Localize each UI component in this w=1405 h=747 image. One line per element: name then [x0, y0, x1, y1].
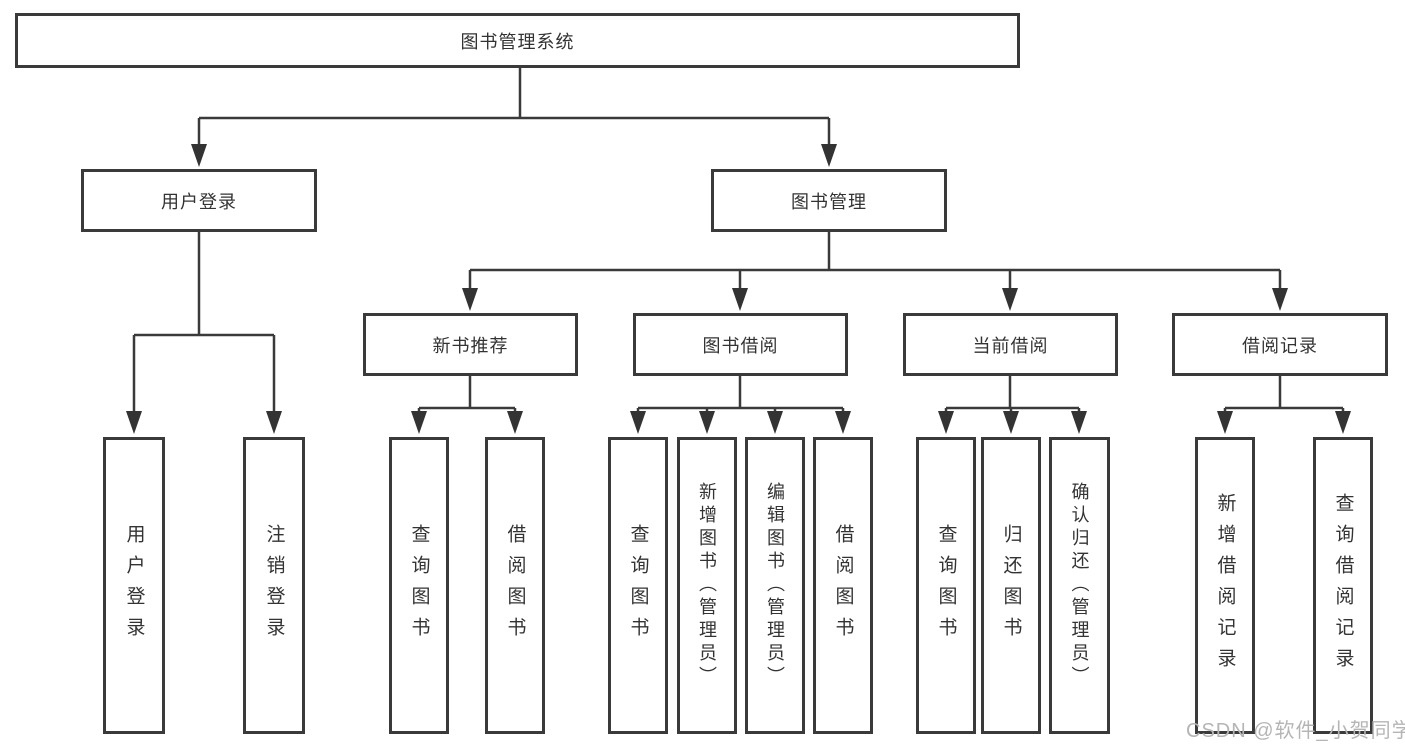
leaf-edit-books-admin: 编辑图书（管理员）	[745, 437, 805, 734]
node-label: 借阅记录	[1242, 335, 1318, 356]
node-label: 图书管理	[791, 191, 867, 212]
node-label: 注销登录	[263, 523, 285, 648]
connector-newbook-to-leaves	[417, 376, 517, 416]
node-label: 图书管理系统	[460, 31, 575, 52]
arrowhead-icons	[126, 144, 1351, 434]
node-book-management: 图书管理	[711, 169, 947, 232]
leaf-query-borrow-record: 查询借阅记录	[1313, 437, 1373, 734]
node-borrowing-records: 借阅记录	[1172, 313, 1388, 376]
node-label: 查询图书	[935, 523, 957, 648]
connector-userlogin-to-leaves	[132, 232, 276, 416]
leaf-logout: 注销登录	[243, 437, 305, 734]
node-label: 新增借阅记录	[1214, 492, 1236, 679]
leaf-confirm-return-admin: 确认归还（管理员）	[1049, 437, 1110, 734]
connector-bookmgmt-to-level3	[468, 232, 1282, 296]
node-user-login: 用户登录	[81, 169, 317, 232]
node-label: 确认归还（管理员）	[1069, 482, 1090, 689]
node-label: 编辑图书（管理员）	[765, 482, 785, 689]
node-current-borrowing: 当前借阅	[903, 313, 1118, 376]
csdn-watermark: CSDN @软件_小贺同学	[1186, 720, 1405, 742]
leaf-add-borrow-record: 新增借阅记录	[1195, 437, 1255, 734]
connector-currentborrow-to-leaves	[944, 376, 1081, 416]
node-label: 借阅图书	[504, 523, 526, 648]
connector-bookborrow-to-leaves	[636, 376, 845, 416]
node-new-book-recommendation: 新书推荐	[363, 313, 578, 376]
leaf-user-login: 用户登录	[103, 437, 165, 734]
leaf-query-books-1: 查询图书	[389, 437, 449, 734]
leaf-borrow-books-2: 借阅图书	[813, 437, 873, 734]
node-label: 用户登录	[161, 191, 237, 212]
node-label: 用户登录	[123, 523, 145, 648]
leaf-borrow-books-1: 借阅图书	[485, 437, 545, 734]
leaf-query-books-3: 查询图书	[916, 437, 976, 734]
node-library-system-root: 图书管理系统	[15, 13, 1020, 68]
node-label: 当前借阅	[972, 335, 1049, 356]
node-label: 新书推荐	[432, 335, 509, 356]
leaf-query-books-2: 查询图书	[608, 437, 668, 734]
node-label: 图书借阅	[702, 335, 779, 356]
connector-root-to-level2	[197, 68, 831, 150]
leaf-add-books-admin: 新增图书（管理员）	[677, 437, 737, 734]
node-label: 查询借阅记录	[1332, 492, 1354, 679]
node-label: 归还图书	[1000, 523, 1022, 648]
node-label: 查询图书	[627, 523, 649, 648]
leaf-return-books: 归还图书	[981, 437, 1041, 734]
node-book-borrowing: 图书借阅	[633, 313, 848, 376]
connector-borrowrecords-to-leaves	[1223, 376, 1345, 416]
node-label: 借阅图书	[832, 523, 854, 648]
node-label: 新增图书（管理员）	[697, 482, 717, 689]
node-label: 查询图书	[408, 523, 430, 648]
